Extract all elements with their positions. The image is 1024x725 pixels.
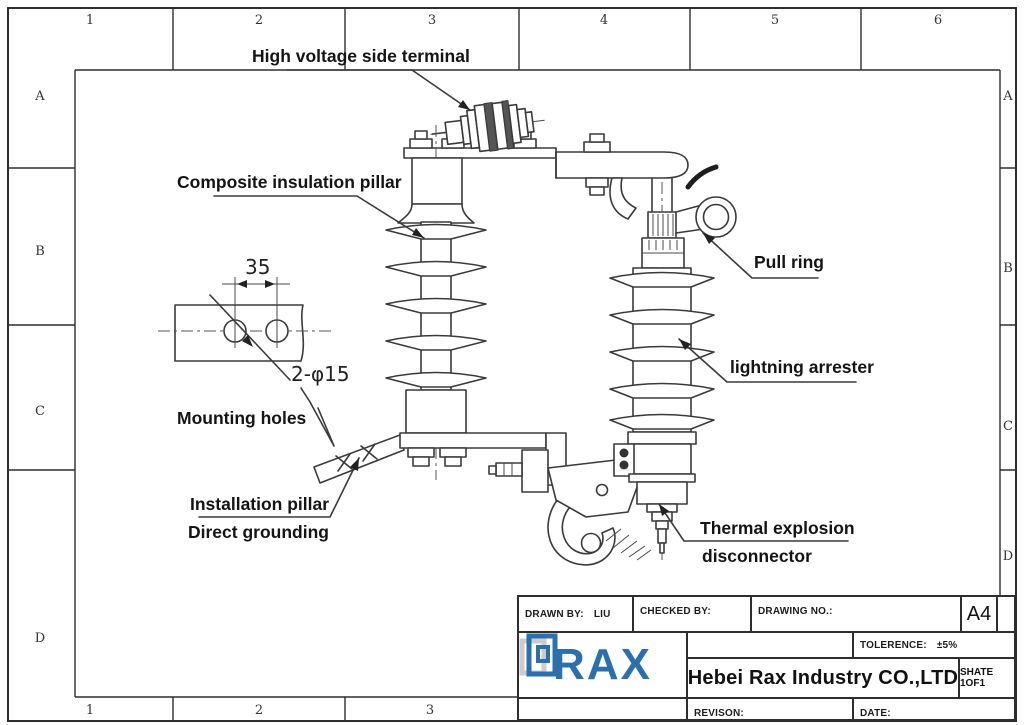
drawing-no-label: DRAWING NO.: (758, 606, 833, 617)
dimension-35: 35 (245, 255, 270, 279)
label-direct-grounding: Direct grounding (188, 522, 329, 542)
empty-cell-b2 (686, 631, 854, 659)
label-mounting-holes: Mounting holes (177, 408, 307, 428)
revision-label: REVISON: (694, 708, 744, 719)
checked-by-cell: CHECKED BY: (632, 595, 752, 633)
top-col-3: 3 (428, 13, 436, 28)
empty-cell-d1 (517, 697, 688, 721)
label-thermal-explosion: Thermal explosion (700, 518, 855, 538)
title-block: DRAWN BY: LIU CHECKED BY: DRAWING NO.: A… (517, 595, 1016, 721)
top-col-1: 1 (86, 13, 94, 28)
bottom-col-2: 2 (255, 703, 263, 718)
grid-reference-labels: 1 2 3 4 5 6 1 2 3 A B C D A B C D (34, 13, 1013, 718)
label-high-voltage-terminal: High voltage side terminal (252, 46, 470, 66)
tolerance-cell: TOLERENCE: ±5% (852, 631, 1016, 659)
right-row-d: D (1003, 549, 1013, 564)
top-crossarm-drawing (403, 130, 689, 196)
rax-logo-icon (519, 633, 558, 677)
paper-size-cell: A4 (960, 595, 998, 633)
drawn-by-label: DRAWN BY: (525, 608, 584, 620)
logo-cell: RAX (517, 631, 688, 699)
left-row-c: C (35, 404, 45, 419)
mounting-holes-detail-drawing (158, 277, 335, 447)
dimension-2-phi-15: 2-φ15 (291, 362, 350, 386)
left-row-d: D (35, 631, 45, 646)
sheet-border (7, 7, 1017, 722)
label-pull-ring: Pull ring (754, 252, 824, 272)
label-installation-pillar: Installation pillar (190, 494, 329, 514)
left-row-a: A (34, 89, 45, 104)
top-col-2: 2 (255, 13, 263, 28)
tolerance-label: TOLERENCE: (860, 639, 927, 651)
label-composite-pillar: Composite insulation pillar (177, 172, 402, 192)
date-label: DATE: (860, 708, 891, 719)
label-lightning-arrester: lightning arrester (730, 357, 874, 377)
revision-cell: REVISON: (686, 697, 854, 721)
corner-spacer-cell (996, 595, 1016, 633)
drawn-by-cell: DRAWN BY: LIU (517, 595, 634, 633)
right-row-a: A (1002, 89, 1013, 104)
top-col-5: 5 (771, 13, 779, 28)
sheet-cell: SHATE 1OF1 (958, 657, 1016, 699)
bottom-col-3: 3 (426, 703, 434, 718)
annotation-leaders (198, 69, 857, 542)
annotation-texts: High voltage side terminal Composite ins… (177, 46, 874, 566)
drawn-by-value: LIU (593, 608, 611, 620)
installation-bracket-drawing (313, 432, 567, 493)
tolerance-value: ±5% (936, 639, 958, 651)
company-cell: Hebei Rax Industry CO.,LTD (686, 657, 960, 699)
right-row-b: B (1003, 261, 1013, 276)
label-disconnector: disconnector (702, 546, 812, 566)
sheet-number: SHATE 1OF1 (960, 667, 994, 689)
top-col-4: 4 (600, 13, 608, 28)
drawing-no-cell: DRAWING NO.: (750, 595, 962, 633)
high-voltage-terminal-drawing (430, 100, 545, 153)
lightning-arrester-drawing (609, 164, 737, 560)
checked-by-label: CHECKED BY: (640, 606, 711, 617)
date-cell: DATE: (852, 697, 1016, 721)
top-col-6: 6 (934, 13, 942, 28)
rax-logo-text: RAX (553, 640, 652, 689)
bottom-col-1: 1 (86, 703, 94, 718)
paper-size-value: A4 (966, 602, 992, 625)
left-row-b: B (35, 244, 45, 259)
right-row-c: C (1003, 419, 1013, 434)
composite-pillar-drawing (385, 125, 487, 480)
company-name: Hebei Rax Industry CO.,LTD (687, 666, 959, 689)
